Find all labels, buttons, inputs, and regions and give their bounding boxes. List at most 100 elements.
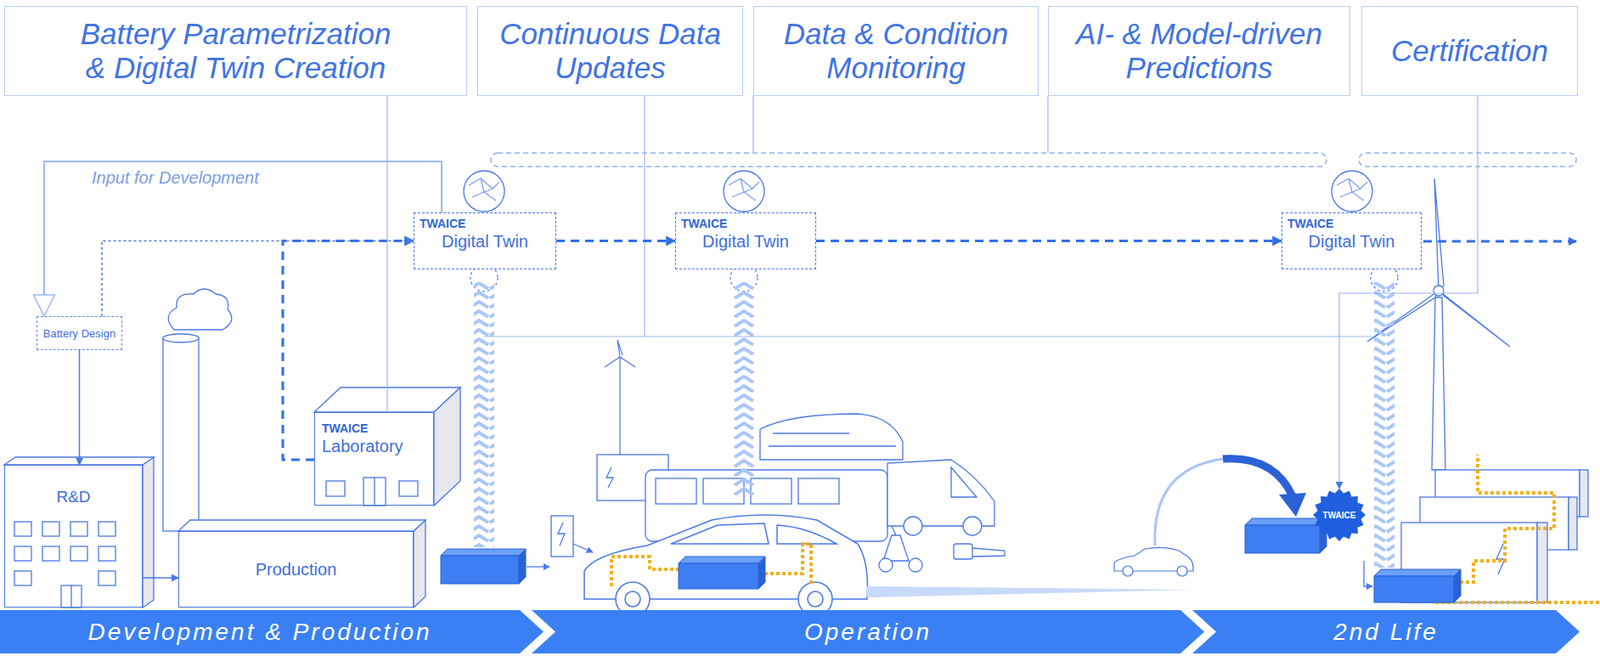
node-text: TWAICE	[681, 216, 727, 231]
big-wind-turbine-part	[1433, 285, 1444, 296]
building: R&D	[4, 464, 143, 608]
storage-containers-part	[1568, 496, 1578, 550]
data-loop-part	[490, 152, 1327, 167]
band-fill	[1192, 609, 1580, 654]
connector	[142, 576, 179, 579]
van-part	[887, 459, 995, 526]
train	[760, 413, 903, 460]
cloud-part	[168, 288, 232, 330]
flow-arrows	[526, 543, 1373, 586]
van	[887, 459, 995, 536]
batteries-part	[1374, 569, 1461, 576]
laboratory-building-part	[433, 387, 461, 506]
rnd-building-part	[14, 546, 32, 561]
band-fill	[0, 609, 544, 654]
node-text: TWAICE	[419, 216, 466, 231]
node-text: Battery Design	[43, 326, 116, 340]
orange-wiring-part	[611, 556, 679, 586]
car-part	[625, 591, 641, 607]
chimney-part	[163, 338, 199, 531]
storage-containers-part	[1579, 469, 1589, 517]
rnd-building-part	[70, 521, 88, 536]
charger-part	[551, 515, 574, 557]
node-text: R&D	[56, 487, 91, 507]
leader-lines-part	[1047, 95, 1048, 153]
car	[584, 514, 868, 616]
certificate-badge: TWAICE	[1312, 488, 1366, 541]
data-loop	[490, 152, 1577, 167]
leader-lines-part	[752, 95, 754, 153]
batteries-part	[1245, 524, 1320, 553]
scooter	[878, 525, 923, 572]
data-streams	[473, 281, 1395, 568]
small-car-part	[1177, 565, 1188, 576]
scooter-part	[908, 557, 923, 572]
batteries-part	[758, 556, 766, 589]
batteries-part	[1374, 575, 1454, 603]
phase-band: 2nd Life	[1192, 609, 1580, 654]
transfer-arrow-part	[1222, 458, 1293, 496]
phase-band: Operation	[531, 609, 1205, 654]
laboratory-box: TWAICELaboratory	[314, 411, 434, 506]
scooter-part	[878, 557, 893, 572]
rnd-building-part	[42, 521, 60, 536]
production-hall-part	[178, 519, 426, 531]
car-part	[670, 523, 837, 544]
laboratory-building-part	[326, 480, 345, 496]
batteries-part	[1245, 518, 1327, 525]
small-wind-turbine-part	[619, 356, 620, 455]
small-car	[1114, 546, 1194, 576]
node-text: Data & Condition Monitoring	[762, 16, 1030, 86]
batteries	[440, 518, 1461, 603]
cloud-globes	[463, 170, 1373, 212]
small-car-part	[1122, 565, 1133, 576]
flow-arrows-part	[526, 565, 550, 567]
cloud-globes-part	[463, 170, 505, 212]
node-text: Development & Production	[87, 618, 432, 646]
digital-twin-box: TWAICEDigital Twin	[1281, 212, 1422, 270]
badge-outline	[1312, 488, 1366, 541]
cloud-globes-part	[728, 178, 760, 201]
data-streams-part	[473, 281, 495, 547]
leader-lines-part	[484, 335, 1372, 337]
production-hall-part	[413, 519, 426, 608]
data-ports	[470, 264, 1398, 292]
storage-containers-part	[1537, 522, 1548, 603]
connector	[282, 241, 414, 461]
bus-part	[655, 478, 697, 504]
batteries-part	[678, 563, 759, 589]
chimney-part	[163, 333, 199, 343]
orange-wiring	[611, 454, 1600, 603]
bus-part	[750, 478, 792, 504]
road-part	[867, 585, 873, 598]
stage-header: Data & Condition Monitoring	[753, 5, 1039, 96]
chainsaw-part	[953, 543, 973, 559]
cloud	[168, 288, 232, 330]
leader-lines-part	[643, 95, 645, 337]
rnd-building-part	[98, 521, 116, 536]
node-text: Production	[255, 559, 338, 580]
laboratory-building-part	[363, 477, 386, 506]
rnd-building-part	[42, 546, 60, 561]
node-text: Certification	[1391, 33, 1549, 68]
van-part	[903, 516, 923, 536]
laboratory-building-part	[373, 477, 375, 506]
orange-wiring-part	[758, 543, 812, 586]
flow-arrows-part	[573, 543, 593, 553]
van-part	[963, 516, 982, 536]
big-wind-turbine-part	[1434, 178, 1444, 291]
batteries-part	[440, 555, 519, 584]
batteries-part	[678, 556, 766, 564]
node-text: TWAICE	[321, 421, 368, 435]
band-fill	[531, 609, 1205, 654]
road	[867, 585, 1195, 598]
node-text: Operation	[804, 618, 932, 646]
big-wind-turbine-part	[1438, 290, 1510, 347]
rnd-building-part	[70, 585, 72, 608]
node-text: Continuous Data Updates	[486, 16, 734, 86]
small-wind-turbine	[604, 339, 636, 455]
digital-twin-box: TWAICEDigital Twin	[413, 212, 557, 270]
big-wind-turbine-part	[1431, 297, 1446, 470]
node-text: Laboratory	[321, 436, 404, 457]
